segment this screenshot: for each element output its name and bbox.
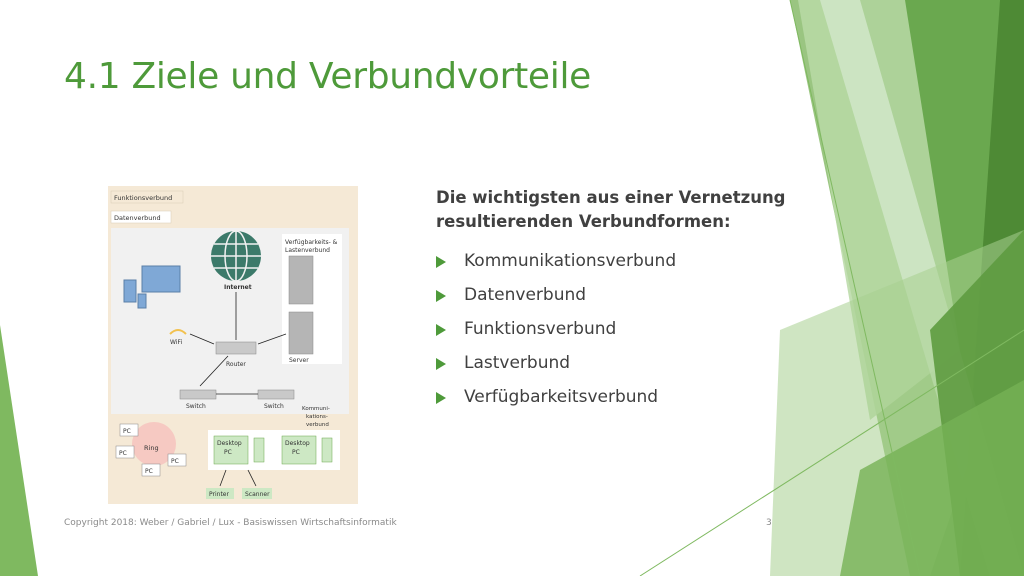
availability-label-2: Lastenverbund xyxy=(285,247,330,254)
desktop-label-1: Desktop xyxy=(217,440,242,447)
switch-label-1: Switch xyxy=(186,403,206,410)
desktop-pc-label-2: PC xyxy=(292,449,300,456)
bullet-item: Lastverbund xyxy=(436,346,816,380)
bullet-arrow-icon xyxy=(436,358,446,370)
wifi-label: WiFi xyxy=(170,339,182,346)
printer-label: Printer xyxy=(209,491,229,498)
bullet-text: Kommunikationsverbund xyxy=(464,251,677,271)
legend-functions-label: Funktionsverbund xyxy=(114,194,172,202)
right-facet-8 xyxy=(840,380,1024,576)
network-diagram: Funktionsverbund Datenverbund Verfügbark… xyxy=(108,186,358,504)
internet-label: Internet xyxy=(224,284,252,291)
desktop-label-2: Desktop xyxy=(285,440,310,447)
bullet-arrow-icon xyxy=(436,256,446,268)
bullet-item: Funktionsverbund xyxy=(436,312,816,346)
ring-label: Ring xyxy=(144,444,159,452)
ring-pc-3-label: PC xyxy=(171,458,179,465)
scanner-box xyxy=(242,488,272,499)
router-icon xyxy=(215,341,257,355)
bullet-arrow-icon xyxy=(436,290,446,302)
legend-functions-box xyxy=(110,190,184,204)
switch-icon-1 xyxy=(179,389,217,400)
tower-icon-1 xyxy=(253,437,265,463)
monitor-icon xyxy=(141,265,181,293)
desktop-pc-icon-2 xyxy=(281,435,317,465)
server-label: Server xyxy=(289,357,309,364)
bullet-text: Verfügbarkeitsverbund xyxy=(464,387,659,407)
switch-icon-2 xyxy=(257,389,295,400)
desktop-pc-icon-1 xyxy=(213,435,249,465)
ring-pc-3 xyxy=(167,453,187,467)
decor-line-2 xyxy=(639,329,1024,576)
slide-title: 4.1 Ziele und Verbundvorteile xyxy=(64,56,591,97)
comm-label-3: verbund xyxy=(306,422,329,428)
availability-label: Verfügbarkeits- & xyxy=(285,239,338,246)
scanner-label: Scanner xyxy=(245,491,270,498)
decor-line-1 xyxy=(789,0,921,576)
bullet-text: Lastverbund xyxy=(464,353,571,373)
ring-pc-2-label: PC xyxy=(119,450,127,457)
comm-label-1: Kommuni- xyxy=(302,406,330,412)
globe-icon xyxy=(211,230,261,282)
ring-pc-1-label: PC xyxy=(123,428,131,435)
bullet-text: Funktionsverbund xyxy=(464,319,617,339)
ring-pc-4 xyxy=(141,463,161,477)
wifi-icon xyxy=(169,329,187,335)
ring-pc-2 xyxy=(115,445,135,459)
desktop-printer-link xyxy=(219,469,227,487)
legend-data-label: Datenverbund xyxy=(114,214,161,222)
legend-data-box xyxy=(110,210,172,224)
phone-icon xyxy=(137,293,147,309)
bullet-item: Datenverbund xyxy=(436,278,816,312)
ring-pc-1 xyxy=(119,423,139,437)
tablet-icon xyxy=(123,279,137,303)
router-server-link xyxy=(257,333,287,345)
comm-label-2: kations- xyxy=(306,414,328,420)
bullet-text: Datenverbund xyxy=(464,285,587,305)
router-label: Router xyxy=(226,361,246,368)
router-wifi-link xyxy=(189,333,215,345)
footer-copyright: Copyright 2018: Weber / Gabriel / Lux - … xyxy=(64,518,397,528)
desktop-pc-label-1: PC xyxy=(224,449,232,456)
tower-icon-2 xyxy=(321,437,333,463)
switch-label-2: Switch xyxy=(264,403,284,410)
left-accent-shape xyxy=(0,325,38,576)
bullet-arrow-icon xyxy=(436,324,446,336)
printer-box xyxy=(206,488,234,499)
bullet-item: Verfügbarkeitsverbund xyxy=(436,380,816,414)
bullet-intro: Die wichtigsten aus einer Vernetzung res… xyxy=(436,188,786,231)
bullet-item: Kommunikationsverbund xyxy=(436,244,816,278)
server-icon-1 xyxy=(288,255,314,305)
desktop-scanner-link xyxy=(247,469,257,487)
bullet-list: Kommunikationsverbund Datenverbund Funkt… xyxy=(436,244,816,414)
bullet-arrow-icon xyxy=(436,392,446,404)
ring-shape xyxy=(132,422,176,466)
page-number: 3 xyxy=(766,518,772,528)
ring-pc-4-label: PC xyxy=(145,468,153,475)
server-icon-2 xyxy=(288,311,314,355)
bullet-section: Die wichtigsten aus einer Vernetzung res… xyxy=(436,186,816,414)
router-switch-link xyxy=(199,355,229,387)
